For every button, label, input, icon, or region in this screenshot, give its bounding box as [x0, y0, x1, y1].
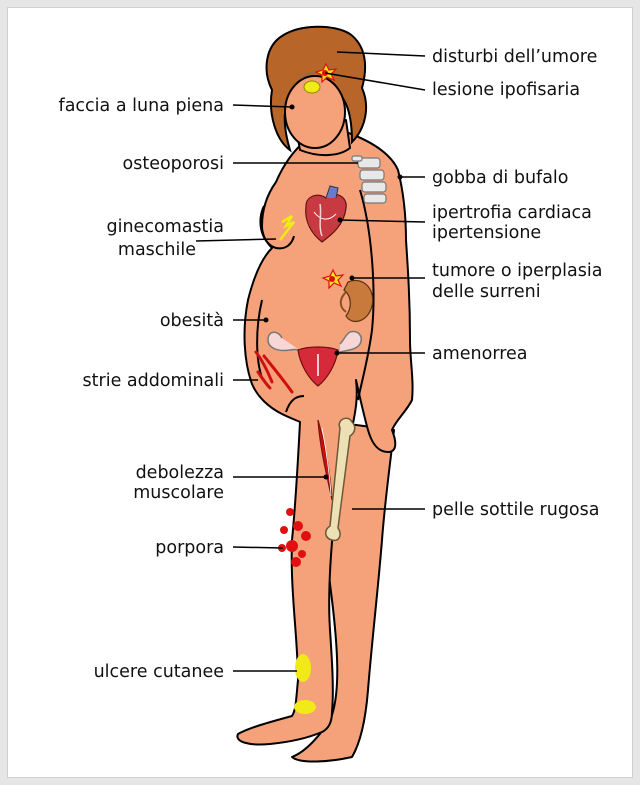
label-ipertrofia-1: ipertrofia cardiaca: [432, 203, 592, 223]
label-ginecomastia-1: ginecomastia: [107, 217, 225, 237]
label-strie: strie addominali: [83, 371, 224, 391]
label-debolezza-2: muscolare: [133, 483, 224, 503]
label-tumore-1: tumore o iperplasia: [432, 261, 602, 281]
label-faccia-luna-piena: faccia a luna piena: [59, 96, 224, 116]
label-disturbi-umore: disturbi dell’umore: [432, 47, 597, 67]
label-porpora: porpora: [155, 538, 224, 558]
label-pelle: pelle sottile rugosa: [432, 500, 599, 520]
label-gobba-bufalo: gobba di bufalo: [432, 168, 569, 188]
label-obesita: obesità: [160, 311, 224, 331]
label-osteoporosi: osteoporosi: [123, 154, 224, 174]
label-lesione-ipofisaria: lesione ipofisaria: [432, 80, 580, 100]
label-ipertrofia-2: ipertensione: [432, 223, 541, 243]
label-ulcere: ulcere cutanee: [94, 662, 224, 682]
label-ginecomastia-2: maschile: [118, 240, 196, 260]
label-amenorrea: amenorrea: [432, 344, 528, 364]
label-debolezza-1: debolezza: [136, 463, 224, 483]
label-tumore-2: delle surreni: [432, 282, 541, 302]
